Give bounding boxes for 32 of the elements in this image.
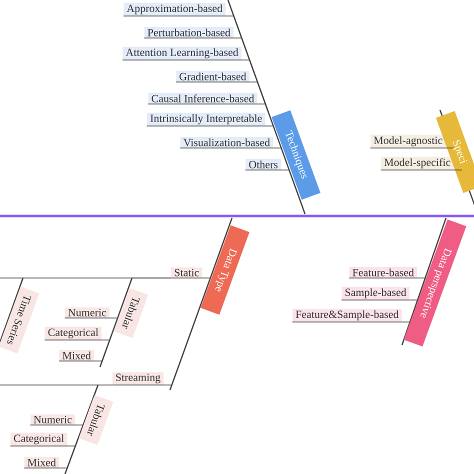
cause-label: Model-agnostic: [370, 134, 446, 148]
cause-label: Categorical: [10, 432, 68, 446]
branch-line: [58, 334, 112, 362]
cause-label: Approximation-based: [124, 2, 226, 16]
cause-label: Categorical: [44, 326, 102, 340]
branch-line: [148, 104, 269, 112]
branch-line: [112, 312, 198, 386]
cause-label: Static: [171, 267, 202, 278]
cause-label: Gradient-based: [176, 71, 250, 82]
category-box: Tabular: [114, 288, 148, 338]
cause-label: Causal Inference-based: [148, 92, 258, 104]
category-box: Tabular: [78, 394, 114, 446]
cause-label: Mixed: [59, 350, 94, 361]
cause-label: Feature&Sample-based: [292, 308, 402, 322]
cause-label: Others: [246, 159, 281, 170]
cause-label: Perturbation-based: [144, 27, 234, 38]
branch-line: [24, 442, 78, 468]
cause-label: Mixed: [24, 457, 60, 468]
branch-line: [126, 278, 172, 292]
category-box: Data Type: [200, 225, 250, 315]
cause-label: Model-specific: [381, 156, 454, 170]
cause-label: Feature-based: [349, 267, 418, 278]
cause-label: Intrinsically Interpretable: [147, 112, 266, 126]
branch-line: [92, 384, 113, 398]
branch-line: [30, 424, 84, 426]
cause-label: Sample-based: [342, 286, 410, 300]
cause-label: Numeric: [30, 414, 75, 425]
cause-label: Visualization-based: [180, 137, 274, 148]
category-box: Time Series: [0, 286, 40, 354]
cause-label: Numeric: [64, 307, 110, 318]
cause-label: Streaming: [112, 372, 164, 385]
cause-label: Attention Learning-based: [122, 46, 242, 60]
